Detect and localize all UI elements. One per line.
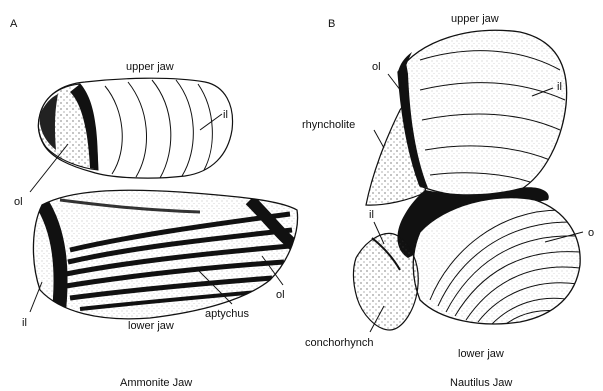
nautilus-lower-jaw (353, 195, 585, 330)
a-lower-jaw-label: lower jaw (128, 320, 174, 332)
a-upper-jaw-label: upper jaw (126, 61, 174, 73)
ammonite-lower-jaw (30, 186, 300, 326)
b-il-upper-label: il (557, 81, 562, 93)
a-caption: Ammonite Jaw (120, 377, 192, 389)
panel-a-letter: A (10, 18, 18, 30)
a-ol-lower-label: ol (276, 289, 285, 301)
b-rhyncholite-label: rhyncholite (302, 119, 355, 131)
b-lower-jaw-label: lower jaw (458, 348, 504, 360)
b-o-lower-label: o (588, 227, 594, 239)
b-ol-upper-label: ol (372, 61, 381, 73)
a-aptychus-label: aptychus (205, 308, 250, 320)
panel-b-letter: B (328, 18, 335, 30)
a-il-upper-label: il (223, 109, 228, 121)
b-upper-jaw-label: upper jaw (451, 13, 499, 25)
b-il-lower-label: il (369, 209, 374, 221)
b-caption: Nautilus Jaw (450, 377, 512, 389)
a-il-lower-label: il (22, 317, 27, 329)
nautilus-upper-jaw (366, 25, 575, 205)
ammonite-upper-jaw (38, 78, 232, 178)
a-ol-upper-label: ol (14, 196, 23, 208)
b-conchorhynch-label: conchorhynch (305, 337, 374, 349)
